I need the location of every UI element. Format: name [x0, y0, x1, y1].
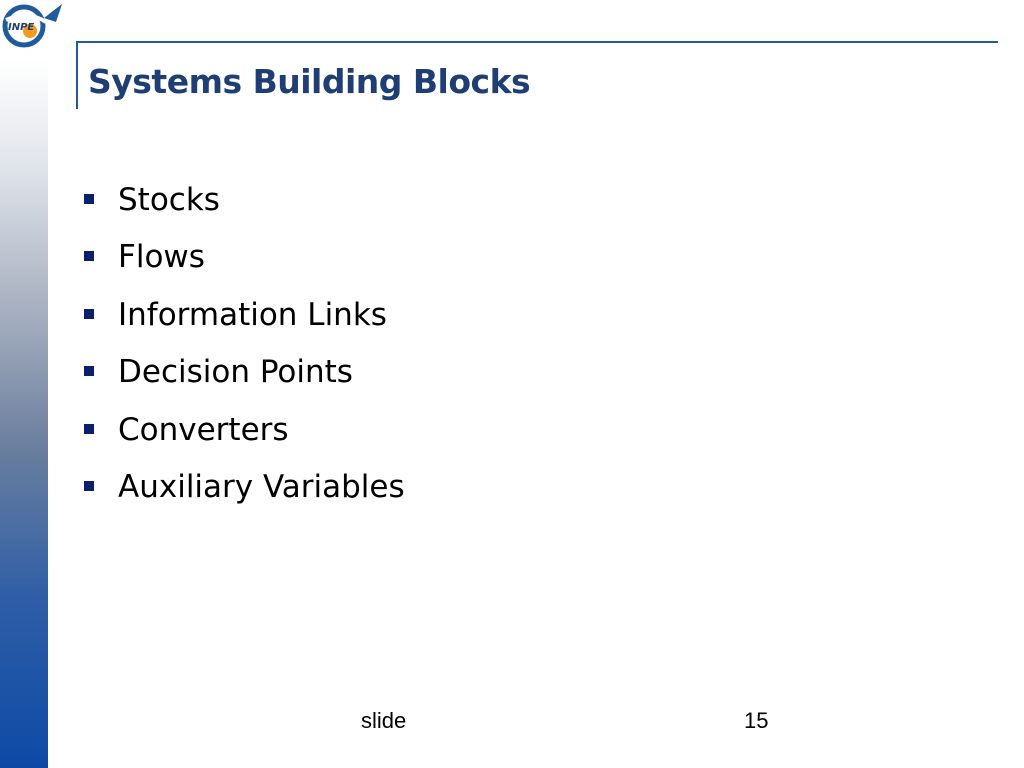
- bullet-text: Flows: [118, 239, 205, 276]
- square-bullet-icon: [84, 423, 94, 434]
- inpe-logo-icon: INPE: [2, 4, 62, 48]
- square-bullet-icon: [84, 194, 94, 204]
- footer-label: slide: [361, 708, 407, 733]
- side-gradient-band: [0, 0, 48, 768]
- bullet-text: Converters: [118, 411, 289, 448]
- bullet-text: Stocks: [118, 182, 220, 218]
- bullet-item: Flows: [84, 235, 405, 292]
- square-bullet-icon: [84, 308, 94, 319]
- bullet-text: Decision Points: [118, 354, 353, 391]
- bullet-item: Stocks: [84, 178, 405, 235]
- bullet-text: Information Links: [118, 296, 387, 333]
- square-bullet-icon: [84, 251, 94, 262]
- square-bullet-icon: [84, 480, 94, 491]
- slide-title: Systems Building Blocks: [88, 62, 531, 101]
- title-frame-left-rule: [76, 41, 78, 109]
- bullet-text: Auxiliary Variables: [118, 468, 405, 505]
- bullet-list: Stocks Flows Information Links Decision …: [84, 178, 405, 522]
- square-bullet-icon: [84, 366, 94, 377]
- bullet-item: Information Links: [84, 293, 405, 350]
- bullet-item: Auxiliary Variables: [84, 465, 405, 522]
- logo-text: INPE: [8, 22, 34, 33]
- page-number: 15: [744, 708, 769, 733]
- bullet-item: Converters: [84, 408, 405, 465]
- bullet-item: Decision Points: [84, 350, 405, 407]
- title-frame-top-rule: [76, 41, 998, 43]
